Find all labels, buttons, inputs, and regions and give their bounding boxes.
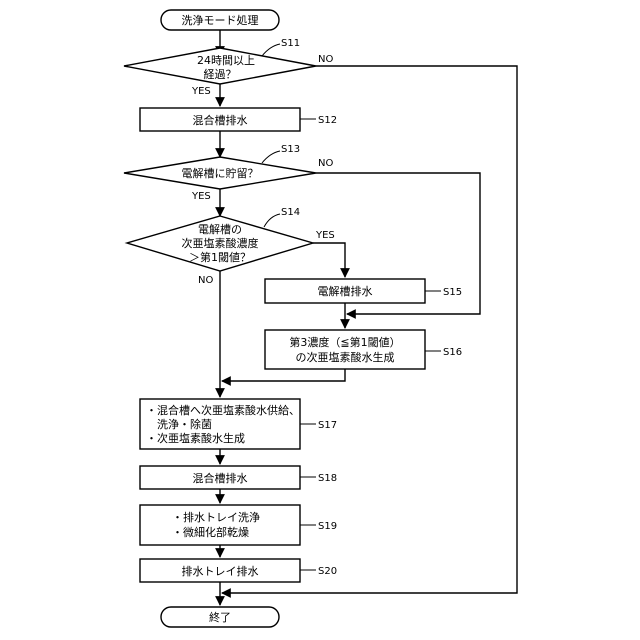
branch-no-s14: NO bbox=[198, 275, 213, 286]
step-label-s17: S17 bbox=[318, 420, 337, 431]
decision-s14-line2: 次亜塩素酸濃度 bbox=[182, 236, 259, 250]
process-s17-line3: ・次亜塩素酸水生成 bbox=[146, 431, 245, 445]
branch-no-s13: NO bbox=[318, 158, 333, 169]
decision-s11-line2: 経過？ bbox=[204, 68, 237, 81]
step-label-s15: S15 bbox=[443, 287, 462, 298]
process-s16: 第3濃度（≦第1閾値） の次亜塩素酸水生成 bbox=[265, 330, 425, 369]
decision-s11: 24時間以上 経過？ bbox=[124, 48, 316, 84]
process-s18-label: 混合槽排水 bbox=[193, 471, 248, 485]
process-s17-line1: ・混合槽へ次亜塩素酸水供給、 bbox=[146, 403, 300, 417]
step-label-s14: S14 bbox=[281, 207, 300, 218]
end-label: 終了 bbox=[209, 610, 231, 624]
edge-s16-merge bbox=[222, 369, 345, 381]
process-s17: ・混合槽へ次亜塩素酸水供給、 洗浄・除菌 ・次亜塩素酸水生成 bbox=[140, 399, 300, 449]
start-label: 洗浄モード処理 bbox=[182, 13, 259, 27]
end-terminal: 終了 bbox=[161, 607, 279, 627]
process-s19-line2: ・微細化部乾燥 bbox=[172, 525, 249, 539]
step-label-s18: S18 bbox=[318, 473, 337, 484]
branch-yes-s11: YES bbox=[191, 86, 211, 97]
process-s16-line2: の次亜塩素酸水生成 bbox=[296, 350, 395, 364]
process-s12-label: 混合槽排水 bbox=[193, 113, 248, 127]
step-leader-s11 bbox=[262, 44, 280, 56]
branch-yes-s14: YES bbox=[315, 230, 335, 241]
step-label-s20: S20 bbox=[318, 566, 337, 577]
process-s18: 混合槽排水 bbox=[140, 466, 300, 489]
start-terminal: 洗浄モード処理 bbox=[161, 10, 279, 30]
process-s12: 混合槽排水 bbox=[140, 108, 300, 131]
step-label-s19: S19 bbox=[318, 521, 337, 532]
step-label-s12: S12 bbox=[318, 115, 337, 126]
decision-s13: 電解槽に貯留？ bbox=[124, 157, 316, 189]
decision-s14-line3: ＞第1閾値？ bbox=[189, 250, 251, 264]
process-s20: 排水トレイ排水 bbox=[140, 559, 300, 582]
edge-s14-yes-s15 bbox=[313, 243, 345, 277]
decision-s11-line1: 24時間以上 bbox=[197, 54, 255, 67]
branch-no-s11: NO bbox=[318, 54, 333, 65]
process-s15: 電解槽排水 bbox=[265, 279, 425, 303]
step-label-s13: S13 bbox=[281, 144, 300, 155]
process-s20-label: 排水トレイ排水 bbox=[182, 564, 259, 578]
branch-yes-s13: YES bbox=[191, 191, 211, 202]
step-leader-s14 bbox=[264, 214, 280, 227]
decision-s13-label: 電解槽に貯留？ bbox=[182, 166, 259, 180]
decision-s14: 電解槽の 次亜塩素酸濃度 ＞第1閾値？ bbox=[127, 216, 313, 271]
process-s19-line1: ・排水トレイ洗浄 bbox=[172, 510, 260, 524]
step-label-s16: S16 bbox=[443, 347, 462, 358]
process-s16-line1: 第3濃度（≦第1閾値） bbox=[289, 335, 400, 349]
decision-s14-line1: 電解槽の bbox=[198, 222, 242, 236]
process-s19: ・排水トレイ洗浄 ・微細化部乾燥 bbox=[140, 505, 300, 545]
step-leader-s13 bbox=[262, 151, 280, 163]
step-label-s11: S11 bbox=[281, 38, 300, 49]
process-s15-label: 電解槽排水 bbox=[318, 284, 373, 298]
process-s17-line2: 洗浄・除菌 bbox=[146, 417, 212, 431]
